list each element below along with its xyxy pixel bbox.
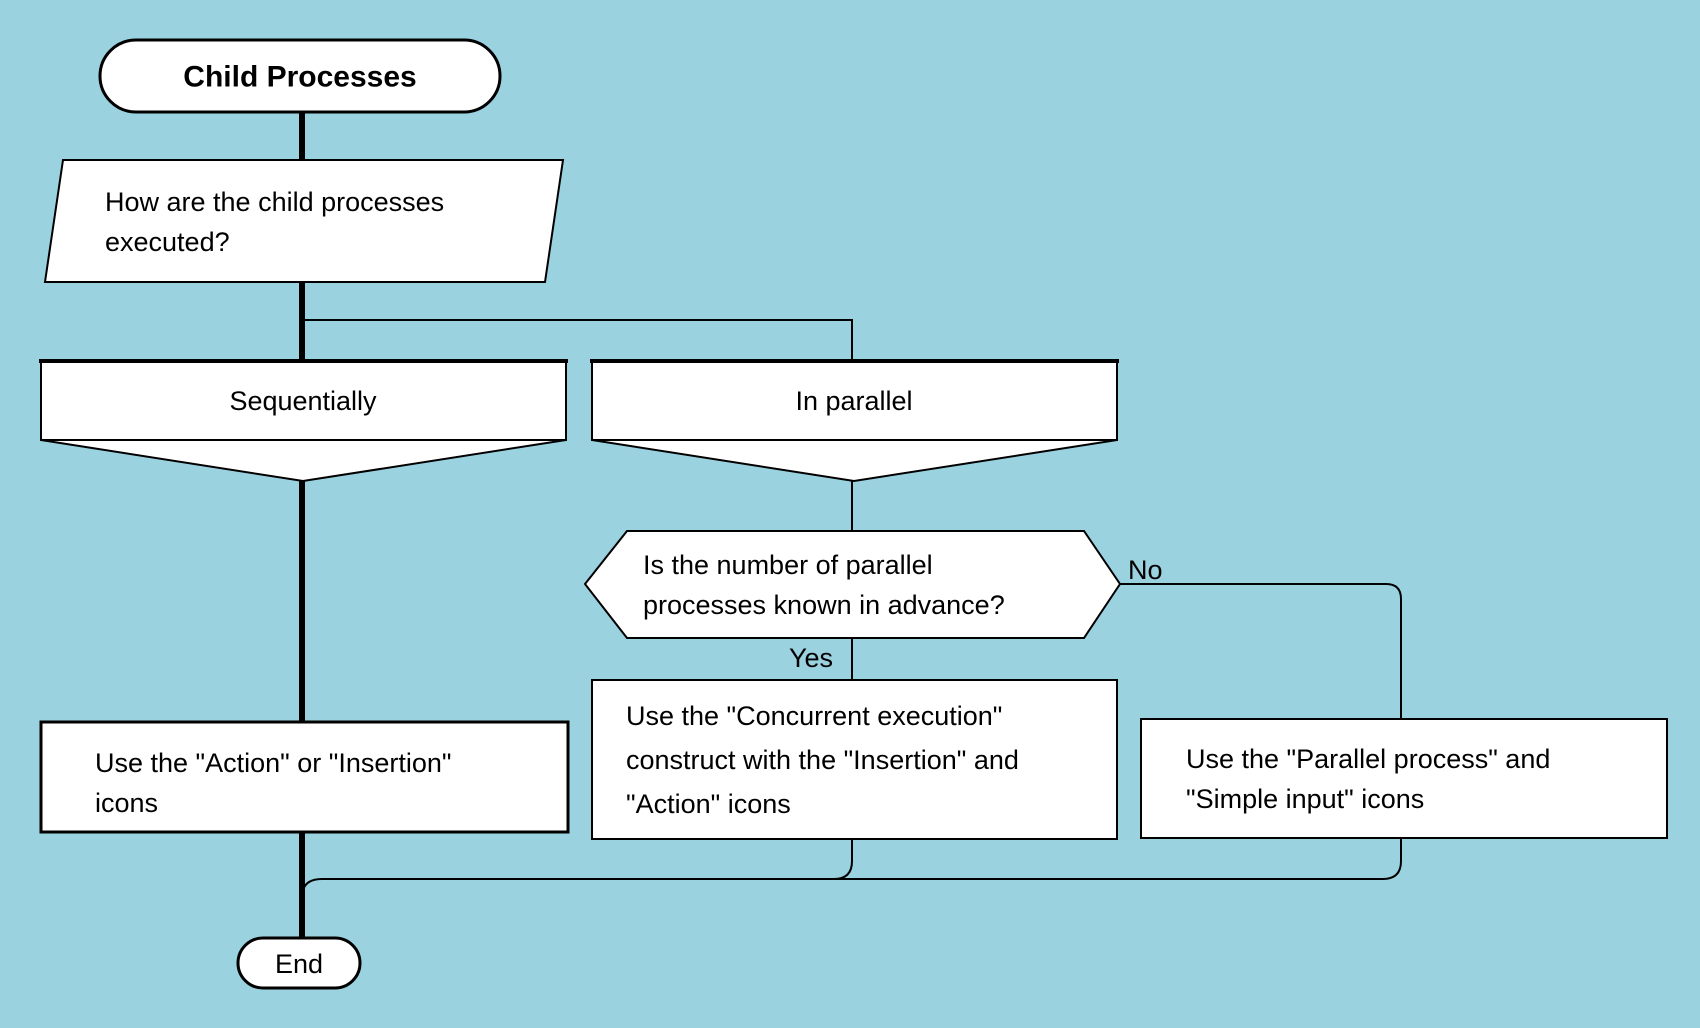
no-connector-line bbox=[301, 583, 1402, 898]
action-concurrent-line3: "Action" icons bbox=[626, 789, 791, 819]
action-sequential-line2: icons bbox=[95, 788, 158, 818]
question-text-line2: processes known in advance? bbox=[643, 590, 1005, 620]
end-label: End bbox=[275, 949, 323, 979]
action-parallel-line2: "Simple input" icons bbox=[1186, 784, 1424, 814]
branch-sequential-label: Sequentially bbox=[229, 386, 377, 416]
start-label: Child Processes bbox=[183, 61, 416, 94]
input-parallelogram bbox=[43, 159, 565, 283]
input-text-line2: executed? bbox=[105, 227, 230, 257]
yes-label: Yes bbox=[789, 643, 833, 673]
no-label: No bbox=[1128, 555, 1163, 585]
question-text-line1: Is the number of parallel bbox=[643, 550, 933, 580]
end-node bbox=[236, 936, 362, 990]
branch-sequential-chevron bbox=[40, 439, 567, 483]
action-concurrent-box bbox=[591, 679, 1118, 840]
branch-parallel-chevron bbox=[591, 439, 1118, 483]
action-concurrent-line2: construct with the "Insertion" and bbox=[626, 745, 1019, 775]
action-concurrent-line1: Use the "Concurrent execution" bbox=[626, 701, 1002, 731]
action-sequential-box bbox=[39, 720, 570, 834]
question-hexagon bbox=[583, 530, 1122, 639]
action-parallel-box bbox=[1140, 718, 1668, 839]
branch-parallel-label: In parallel bbox=[795, 386, 912, 416]
input-text-line1: How are the child processes bbox=[105, 187, 444, 217]
action-parallel-line1: Use the "Parallel process" and bbox=[1186, 744, 1550, 774]
action-sequential-line1: Use the "Action" or "Insertion" bbox=[95, 748, 452, 778]
start-node bbox=[98, 38, 502, 114]
branch-connector-line bbox=[302, 319, 853, 360]
